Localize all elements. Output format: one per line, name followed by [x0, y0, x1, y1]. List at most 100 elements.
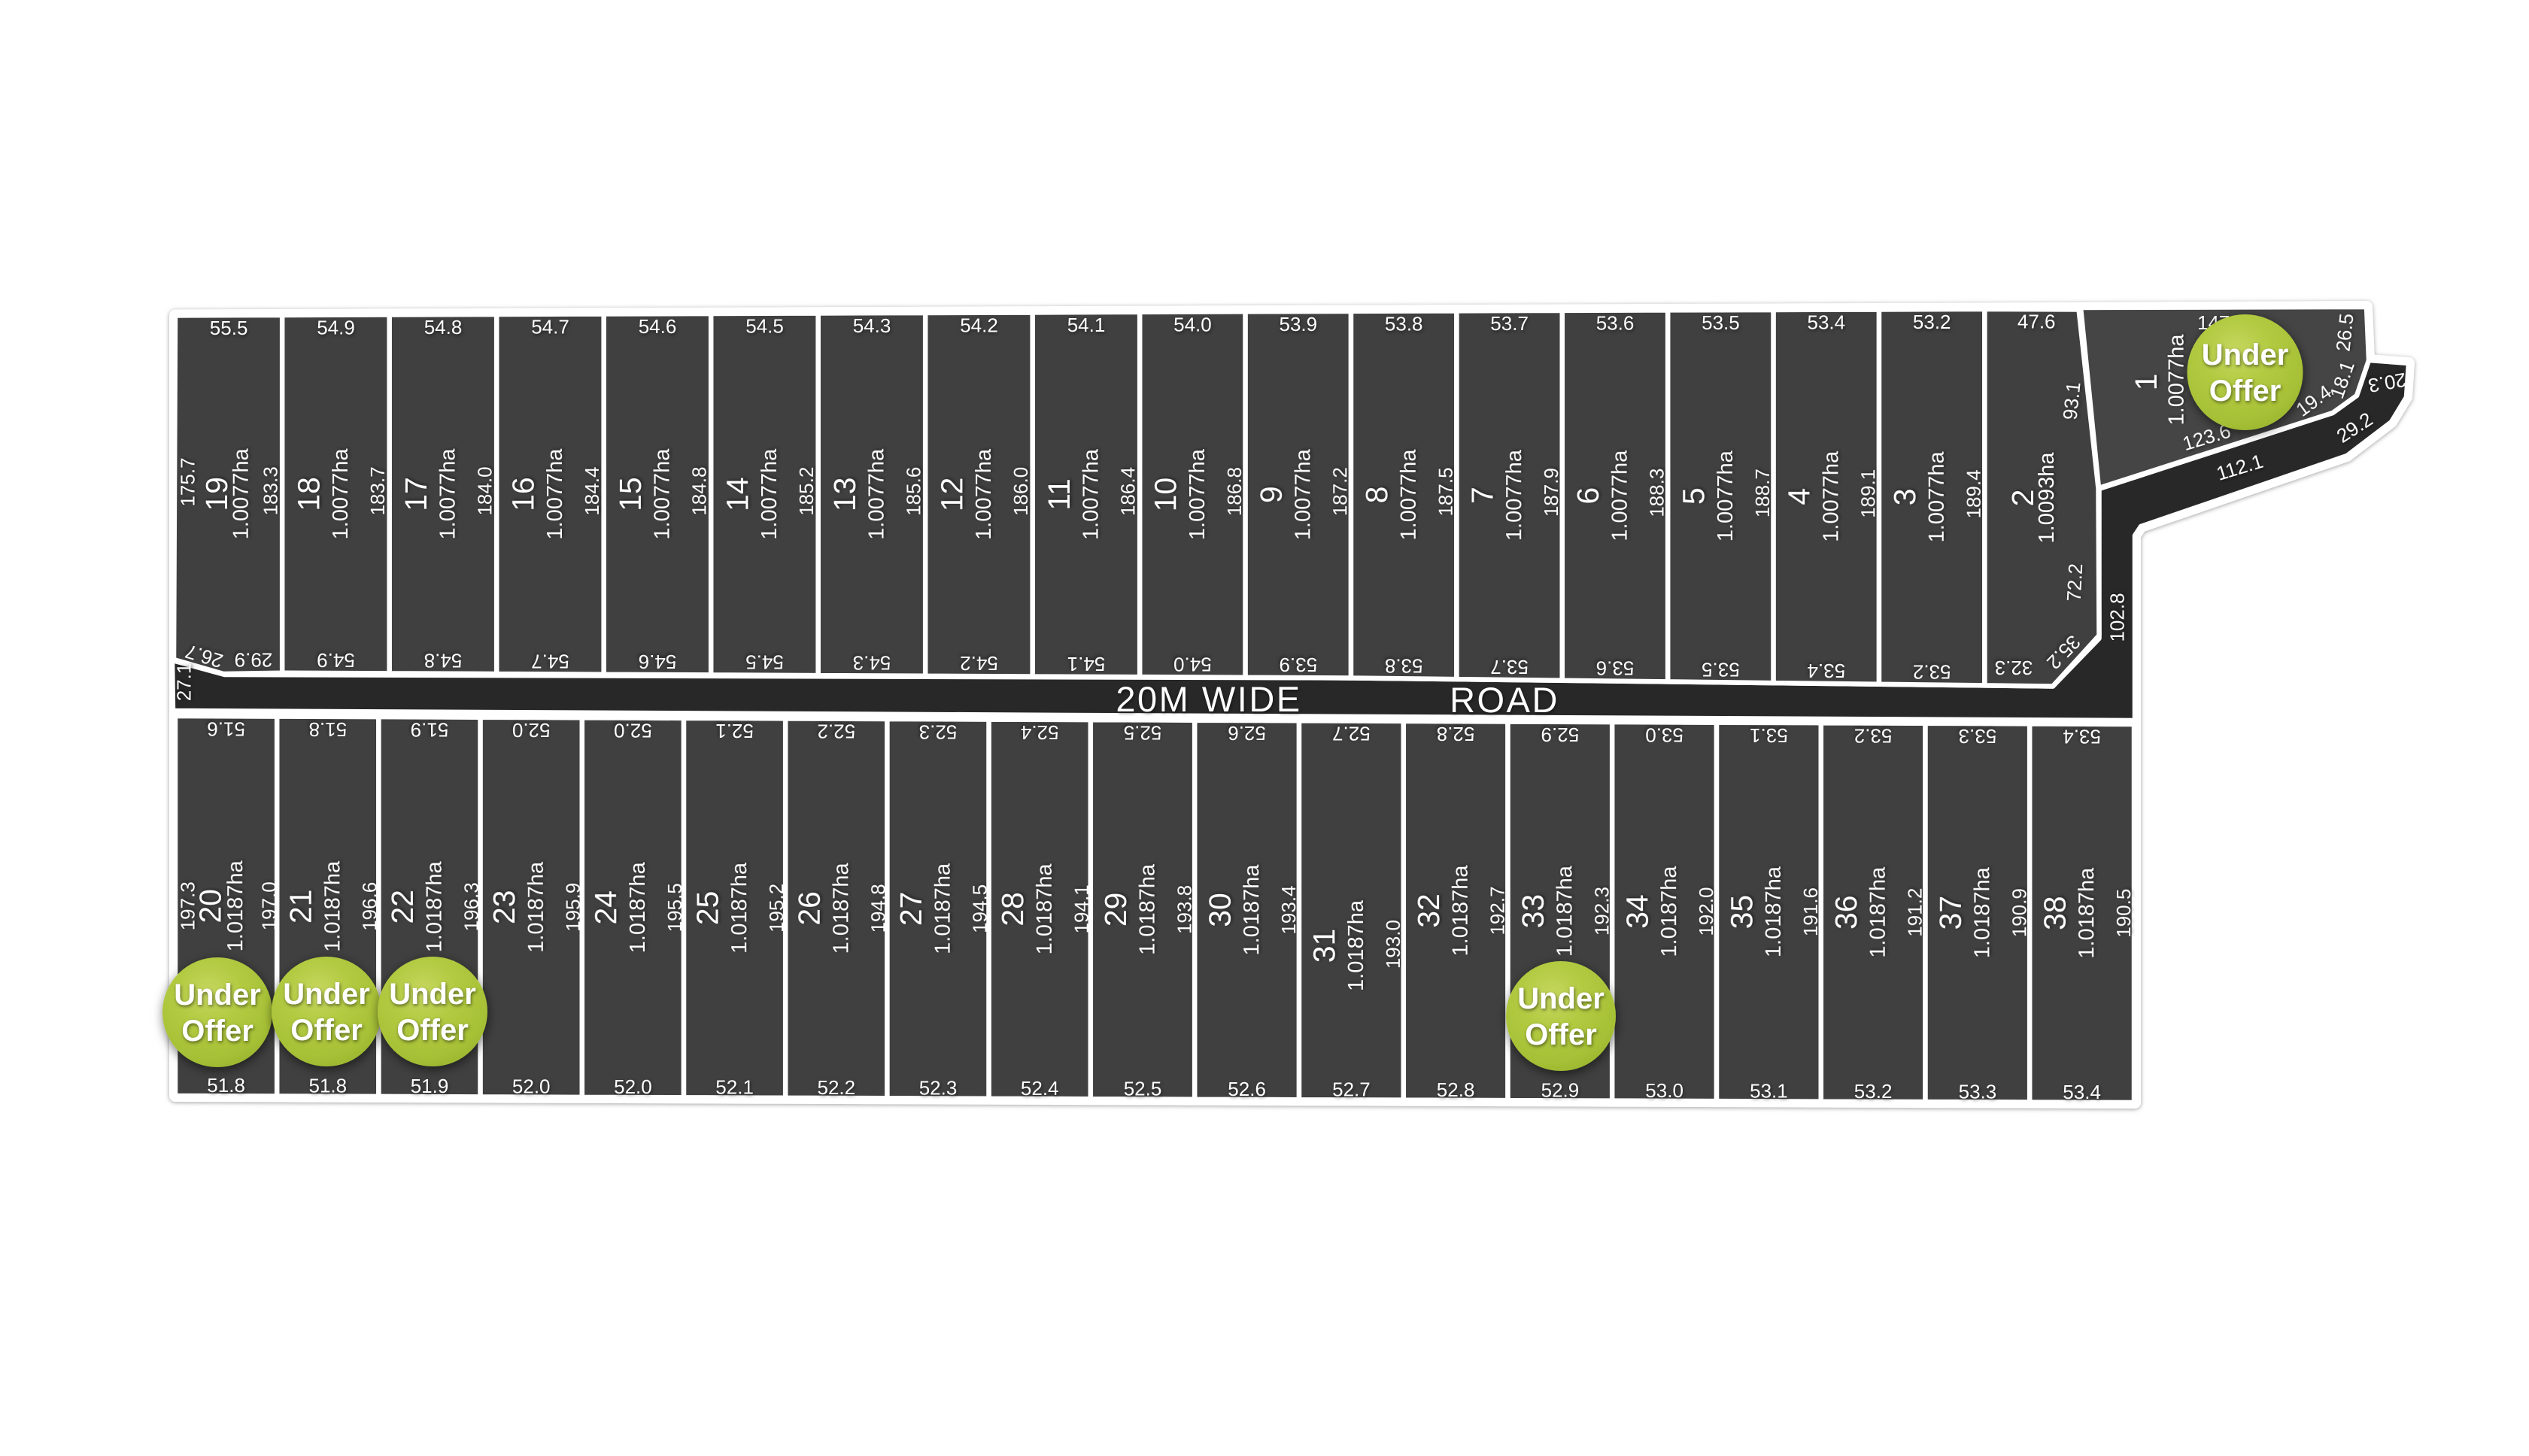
svg-text:Offer: Offer: [290, 1014, 363, 1047]
svg-text:55.5: 55.5: [210, 317, 248, 339]
svg-text:1.0187ha: 1.0187ha: [1866, 866, 1890, 958]
svg-text:188.7: 188.7: [1751, 469, 1774, 517]
svg-text:8: 8: [1359, 487, 1394, 504]
svg-text:1.0187ha: 1.0187ha: [320, 860, 345, 952]
svg-text:Under: Under: [389, 978, 476, 1011]
svg-text:54.5: 54.5: [745, 651, 784, 674]
svg-text:19: 19: [199, 477, 234, 511]
svg-text:54.9: 54.9: [317, 649, 355, 672]
svg-text:54.2: 54.2: [960, 652, 998, 675]
svg-text:53.9: 53.9: [1279, 313, 1317, 335]
svg-text:54.6: 54.6: [639, 651, 677, 673]
svg-text:32: 32: [1411, 893, 1446, 928]
svg-text:190.5: 190.5: [2112, 889, 2135, 938]
svg-text:72.2: 72.2: [2063, 563, 2087, 602]
svg-text:23: 23: [487, 890, 521, 924]
svg-text:1.0077ha: 1.0077ha: [1925, 451, 1949, 543]
svg-text:187.9: 187.9: [1540, 468, 1562, 517]
svg-text:7: 7: [1465, 487, 1500, 504]
svg-text:197.3: 197.3: [177, 881, 199, 930]
svg-text:3: 3: [1887, 488, 1922, 505]
svg-text:33: 33: [1516, 894, 1550, 929]
svg-text:53.3: 53.3: [1959, 1080, 1997, 1103]
svg-text:17: 17: [399, 477, 433, 511]
svg-text:30: 30: [1203, 893, 1237, 927]
svg-text:189.4: 189.4: [1963, 469, 1985, 518]
svg-text:Under: Under: [283, 978, 370, 1011]
svg-text:51.6: 51.6: [207, 717, 245, 740]
svg-text:54.9: 54.9: [317, 317, 355, 339]
svg-text:53.8: 53.8: [1385, 313, 1423, 335]
svg-text:1.0187ha: 1.0187ha: [829, 863, 853, 954]
svg-text:2: 2: [2005, 490, 2040, 507]
svg-text:1.0077ha: 1.0077ha: [1714, 450, 1738, 541]
svg-text:54.1: 54.1: [1067, 314, 1106, 336]
svg-text:54.0: 54.0: [1173, 314, 1212, 336]
svg-text:20M WIDE: 20M WIDE: [1116, 679, 1301, 719]
svg-text:52.8: 52.8: [1437, 1078, 1475, 1101]
svg-text:Offer: Offer: [2209, 375, 2282, 408]
svg-text:52.1: 52.1: [715, 1076, 754, 1099]
svg-text:53.3: 53.3: [1959, 725, 1997, 748]
svg-text:Under: Under: [2202, 338, 2289, 372]
svg-text:53.2: 53.2: [1913, 661, 1951, 684]
svg-text:1.0187ha: 1.0187ha: [423, 860, 447, 952]
svg-text:5: 5: [1676, 487, 1711, 505]
svg-text:53.7: 53.7: [1490, 656, 1529, 678]
svg-text:26: 26: [792, 891, 827, 926]
svg-text:185.6: 185.6: [902, 467, 924, 516]
svg-text:1.0077ha: 1.0077ha: [1819, 450, 1843, 542]
svg-text:54.7: 54.7: [531, 650, 569, 672]
svg-text:53.5: 53.5: [1702, 311, 1740, 334]
svg-text:54.8: 54.8: [424, 316, 463, 338]
svg-text:51.8: 51.8: [308, 1075, 347, 1097]
svg-text:1.0187ha: 1.0187ha: [1033, 863, 1057, 955]
svg-text:184.8: 184.8: [688, 467, 710, 516]
svg-text:189.1: 189.1: [1857, 469, 1879, 518]
svg-text:186.8: 186.8: [1223, 467, 1246, 516]
svg-text:1.0187ha: 1.0187ha: [1762, 866, 1786, 957]
svg-text:187.2: 187.2: [1328, 467, 1351, 516]
svg-text:53.1: 53.1: [1750, 724, 1788, 747]
svg-text:52.9: 52.9: [1541, 1078, 1580, 1101]
svg-text:18: 18: [291, 477, 326, 511]
svg-text:29.9: 29.9: [235, 649, 273, 672]
svg-text:190.9: 190.9: [2008, 888, 2030, 937]
svg-text:1.0077ha: 1.0077ha: [651, 448, 675, 540]
svg-text:52.6: 52.6: [1228, 1078, 1266, 1100]
svg-text:1.0093ha: 1.0093ha: [2035, 452, 2059, 544]
svg-text:11: 11: [1042, 478, 1076, 511]
svg-text:184.4: 184.4: [581, 467, 603, 516]
svg-text:52.4: 52.4: [1021, 1077, 1059, 1100]
svg-text:36: 36: [1829, 895, 1863, 930]
svg-text:175.7: 175.7: [177, 457, 199, 506]
svg-text:28: 28: [995, 892, 1030, 927]
svg-text:53.4: 53.4: [1807, 660, 1845, 682]
svg-text:47.6: 47.6: [2017, 311, 2056, 333]
svg-text:54.6: 54.6: [639, 315, 677, 338]
svg-text:52.4: 52.4: [1021, 721, 1059, 744]
svg-text:193.4: 193.4: [1277, 885, 1300, 934]
svg-text:51.9: 51.9: [411, 718, 449, 741]
svg-text:93.1: 93.1: [2058, 381, 2084, 420]
svg-text:53.2: 53.2: [1854, 725, 1893, 748]
svg-text:53.6: 53.6: [1596, 657, 1635, 680]
svg-text:54.7: 54.7: [531, 316, 569, 338]
svg-text:31: 31: [1307, 929, 1341, 963]
svg-text:53.5: 53.5: [1702, 658, 1740, 681]
svg-text:1.0187ha: 1.0187ha: [1344, 899, 1368, 991]
svg-text:54.0: 54.0: [1173, 654, 1212, 676]
svg-text:1.0077ha: 1.0077ha: [1079, 448, 1104, 540]
svg-text:35: 35: [1724, 895, 1759, 930]
svg-text:Offer: Offer: [396, 1014, 469, 1047]
svg-text:53.4: 53.4: [1807, 311, 1845, 334]
svg-text:54.3: 54.3: [853, 651, 891, 674]
svg-text:Offer: Offer: [1525, 1018, 1597, 1051]
svg-text:1.0077ha: 1.0077ha: [329, 448, 353, 540]
svg-text:191.2: 191.2: [1904, 888, 1926, 937]
svg-text:192.3: 192.3: [1590, 887, 1613, 936]
svg-text:185.2: 185.2: [795, 467, 818, 516]
svg-text:53.6: 53.6: [1596, 312, 1635, 335]
svg-text:26.5: 26.5: [2331, 312, 2357, 352]
svg-text:1.0187ha: 1.0187ha: [2075, 867, 2099, 959]
